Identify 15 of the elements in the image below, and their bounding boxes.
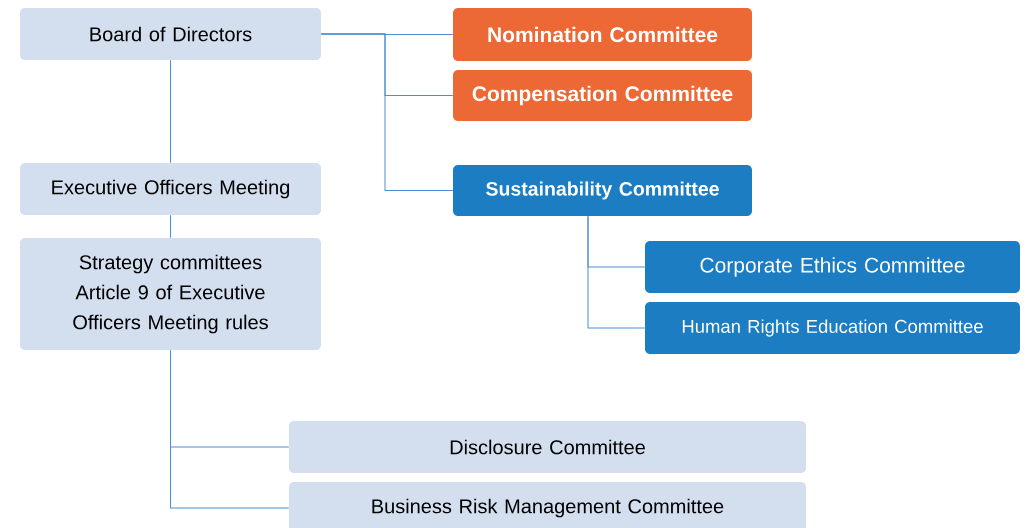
committee-box: Sustainability Committee (453, 165, 752, 216)
committee-box: Corporate Ethics Committee (645, 241, 1020, 293)
committee-box: Human Rights Education Committee (645, 302, 1020, 354)
org-box: Board of Directors (20, 8, 321, 60)
org-box: Executive Officers Meeting (20, 163, 321, 215)
committee-box: Nomination Committee (453, 8, 752, 61)
connector-line (170, 59, 171, 164)
connector-line (587, 215, 646, 329)
org-box: Strategy committees Article 9 of Executive Officers Meeting rules (20, 238, 321, 350)
org-box: Disclosure Committee (289, 421, 806, 473)
committee-box: Compensation Committee (453, 70, 752, 121)
org-box: Business Risk Management Committee (289, 482, 806, 528)
connector-line (170, 214, 171, 239)
connector-line (170, 349, 290, 509)
connector-line (320, 33, 454, 191)
